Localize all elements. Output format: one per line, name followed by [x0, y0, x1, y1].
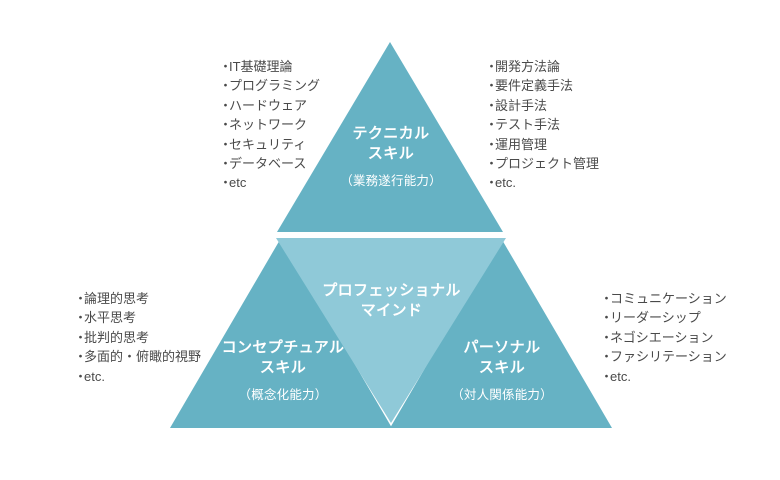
list-item: ・論理的思考 [74, 289, 201, 308]
list-item-label: IT基礎理論 [229, 59, 293, 74]
list-technical-left: ・IT基礎理論・プログラミング・ハードウェア・ネットワーク・セキュリティ・データ… [219, 57, 320, 193]
list-item: ・リーダーシップ [600, 308, 727, 327]
list-item-label: 水平思考 [84, 310, 137, 326]
list-technical-right: ・開発方法論・要件定義手法・設計手法・テスト手法・運用管理・プロジェクト管理・e… [485, 57, 599, 193]
list-item-label: コミュニケーション [610, 291, 727, 306]
bullet-dot-icon: ・ [219, 136, 233, 152]
bullet-dot-icon: ・ [600, 349, 614, 365]
list-item: ・プログラミング [219, 76, 320, 95]
list-item-label: リーダーシップ [610, 310, 701, 326]
list-personal: ・コミュニケーション・リーダーシップ・ネゴシエーション・ファシリテーション・et… [600, 289, 727, 386]
list-item-label: セキュリティ [229, 136, 307, 152]
bullet-dot-icon: ・ [74, 310, 88, 326]
bullet-dot-icon: ・ [485, 59, 499, 74]
list-item: ・設計手法 [485, 96, 599, 115]
list-item: ・多面的・俯瞰的視野 [74, 347, 201, 366]
list-item: ・ファシリテーション [600, 347, 727, 366]
list-item-label: 批判的思考 [84, 329, 150, 345]
list-item-label: ファシリテーション [610, 349, 727, 365]
list-item-label: 設計手法 [495, 97, 548, 113]
bullet-dot-icon: ・ [219, 97, 233, 113]
list-item-label: 論理的思考 [84, 291, 150, 306]
list-item-label: etc. [84, 368, 105, 384]
list-item: ・etc. [600, 367, 727, 386]
list-item-label: 運用管理 [495, 136, 548, 152]
list-item-label: etc. [495, 175, 516, 191]
bullet-dot-icon: ・ [74, 329, 88, 345]
bullet-dot-icon: ・ [485, 117, 499, 133]
list-item-label: データベース [229, 156, 307, 172]
list-item-label: etc [229, 175, 247, 191]
bullet-dot-icon: ・ [485, 97, 499, 113]
list-item-label: 要件定義手法 [495, 78, 574, 94]
list-item-label: ネゴシエーション [610, 329, 714, 345]
list-item: ・コミュニケーション [600, 289, 727, 308]
list-item: ・IT基礎理論 [219, 57, 320, 76]
list-item-label: プロジェクト管理 [495, 156, 600, 172]
list-item-label: 多面的・俯瞰的視野 [84, 349, 202, 365]
list-item: ・ネットワーク [219, 115, 320, 134]
bullet-dot-icon: ・ [74, 291, 88, 306]
list-item: ・etc. [485, 173, 599, 192]
list-item: ・etc. [74, 367, 201, 386]
bullet-dot-icon: ・ [600, 291, 614, 306]
list-item-label: etc. [610, 368, 631, 384]
bullet-dot-icon: ・ [219, 156, 233, 172]
list-item-label: ネットワーク [229, 117, 308, 133]
list-item: ・水平思考 [74, 308, 201, 327]
list-item: ・セキュリティ [219, 135, 320, 154]
bullet-dot-icon: ・ [219, 78, 233, 94]
bullet-dot-icon: ・ [74, 349, 88, 365]
list-item: ・ハードウェア [219, 96, 320, 115]
bullet-dot-icon: ・ [485, 78, 499, 94]
list-item: ・批判的思考 [74, 328, 201, 347]
list-item: ・開発方法論 [485, 57, 599, 76]
list-item: ・テスト手法 [485, 115, 599, 134]
bullet-dot-icon: ・ [485, 175, 499, 191]
bullet-dot-icon: ・ [485, 156, 499, 172]
list-item: ・etc [219, 173, 320, 192]
triangle-technical [277, 42, 503, 232]
triangle-conceptual [170, 238, 392, 428]
bullet-dot-icon: ・ [219, 117, 233, 133]
bullet-dot-icon: ・ [600, 310, 614, 326]
list-item: ・データベース [219, 154, 320, 173]
list-item-label: ハードウェア [229, 97, 308, 113]
list-item: ・運用管理 [485, 135, 599, 154]
list-item: ・プロジェクト管理 [485, 154, 599, 173]
bullet-dot-icon: ・ [600, 329, 614, 345]
bullet-dot-icon: ・ [600, 368, 614, 384]
bullet-dot-icon: ・ [74, 368, 88, 384]
bullet-dot-icon: ・ [219, 175, 233, 191]
list-item-label: プログラミング [229, 78, 321, 94]
triangle-professional-mind [276, 238, 506, 423]
list-item-label: 開発方法論 [495, 59, 561, 74]
list-item-label: テスト手法 [495, 117, 561, 133]
bullet-dot-icon: ・ [485, 136, 499, 152]
list-item: ・要件定義手法 [485, 76, 599, 95]
list-conceptual: ・論理的思考・水平思考・批判的思考・多面的・俯瞰的視野・etc. [74, 289, 201, 386]
list-item: ・ネゴシエーション [600, 328, 727, 347]
bullet-dot-icon: ・ [219, 59, 233, 74]
triangle-personal [390, 238, 612, 428]
